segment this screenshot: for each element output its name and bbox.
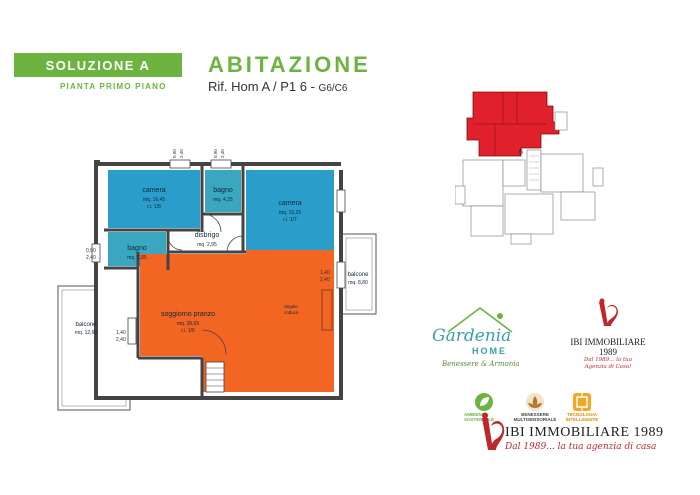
lotus-icon (526, 393, 544, 411)
bagno1-name: bagno (213, 187, 233, 194)
room-bagno-1 (205, 170, 241, 212)
page-title: ABITAZIONE (208, 52, 371, 77)
badge-tecnologia: TECNOLOGIA INTELLIGENTE (562, 392, 602, 422)
key-unit (462, 159, 504, 207)
door-swing (201, 329, 227, 355)
entry-stair (205, 361, 225, 393)
tech-icon (573, 393, 591, 411)
dim-balc-a: 1,40 (116, 330, 126, 336)
bagno2-area: mq. 5,85 (127, 255, 147, 261)
badge-tecnologia-text: TECNOLOGIA INTELLIGENTE (565, 412, 599, 422)
dim-left-a: 0,90 (86, 248, 96, 254)
gardenia-subtitle: Benessere & Armonia (442, 360, 520, 368)
reference-code: Rif. Hom A / P1 6 - G6/C6 (208, 79, 347, 94)
key-balcony (510, 233, 532, 245)
ibi-tag-large: Dal 1989... la tua agenzia di casa (505, 442, 657, 452)
kitchen-counter (321, 289, 333, 331)
ibi-name-large: IBI IMMOBILIARE 1989 (505, 425, 664, 440)
dim-right-a: 1,40 (320, 270, 330, 276)
ibi-mark-icon (599, 298, 618, 326)
window (91, 243, 101, 263)
badge-ambiente-text: AMBIENTE SOSTENIBILE (464, 412, 495, 422)
balcony-right-inner (345, 237, 373, 311)
room-camera-2 (246, 170, 334, 250)
key-balcony (592, 167, 604, 187)
camera1-ri: r.i. 1/8 (147, 204, 161, 210)
key-unit (470, 205, 504, 237)
camera1-area: mq. 16,45 (143, 197, 165, 203)
camera2-area: mq. 15,25 (279, 210, 301, 216)
ibi-tag-2: Agenzia di Casa! (584, 364, 632, 370)
ibi-year: 1989 (599, 347, 617, 357)
reference-small: G6/C6 (318, 83, 348, 94)
balcone-right-name: balcone (347, 272, 369, 278)
key-balcony (554, 111, 568, 131)
gardenia-title: Gardenia (432, 326, 512, 346)
solution-label: SOLUZIONE A (14, 53, 182, 77)
balcony-right-outline (341, 233, 377, 315)
badge-benessere: BENESSERE MULTISENSORIALE (512, 392, 558, 422)
window (336, 189, 346, 213)
key-unit (540, 153, 584, 193)
angolo-label-1: angolo (284, 304, 298, 309)
key-unit (504, 193, 554, 235)
camera2-name: camera (278, 200, 301, 207)
disbrigo-name: disbrigo (195, 232, 220, 239)
door-swing (202, 213, 222, 233)
window (127, 317, 137, 345)
dim-window-2a: 0,90 (213, 149, 218, 158)
key-unit (502, 159, 526, 187)
window (210, 159, 232, 169)
ibi-name: IBI IMMOBILIARE (570, 337, 646, 347)
key-plan: 6 (455, 91, 604, 245)
disbrigo-area: mq. 2,95 (197, 242, 217, 248)
dim-window-1a: 0,90 (172, 149, 177, 158)
ibi-logo-top: IBI IMMOBILIARE 1989 Dal 1989... la tua … (553, 298, 663, 371)
room-soggiorno (140, 250, 334, 392)
soggiorno-ri: r.i. 1/6 (181, 328, 195, 334)
leaf-icon (475, 393, 493, 411)
soggiorno-area: mq. 35,65 (177, 321, 199, 327)
badge-benessere-text: BENESSERE MULTISENSORIALE (513, 412, 557, 422)
ibi-mark-large-icon (482, 412, 505, 450)
reference-main: Rif. Hom A / P1 6 - (208, 79, 319, 94)
bagno2-name: bagno (127, 245, 147, 252)
window (336, 261, 346, 289)
gardenia-home: HOME (472, 346, 507, 356)
dim-left-b: 2,40 (86, 255, 96, 261)
floor-label: PIANTA PRIMO PIANO (60, 82, 167, 91)
dim-window-2b: 2,40 (220, 149, 225, 158)
window (169, 159, 191, 169)
badge-ambiente: AMBIENTE SOSTENIBILE (464, 392, 504, 422)
door-swing (226, 235, 244, 253)
house-roof-icon (447, 307, 513, 333)
dim-window-1b: 2,40 (179, 149, 184, 158)
dim-balc-b: 2,40 (116, 337, 126, 343)
door-swing (167, 235, 183, 251)
room-camera-1 (108, 170, 200, 228)
balcone-left-area: mq. 12,60 (75, 330, 97, 336)
key-unit-number: 6 (519, 149, 523, 156)
key-balcony (455, 185, 466, 205)
key-unit (560, 191, 596, 221)
balcone-left-name: balcone (75, 322, 97, 328)
soggiorno-name: soggiorno pranzo (161, 311, 215, 318)
camera1-name: camera (142, 187, 165, 194)
camera2-ri: r.i. 1/7 (283, 217, 297, 223)
ibi-tag-1: Dal 1989... la tua (583, 357, 632, 363)
bagno1-area: mq. 4,25 (213, 197, 233, 203)
gardenia-logo: Gardenia HOME Benessere & Armonia (432, 307, 542, 368)
angolo-label-2: cottura (284, 310, 298, 315)
balcone-right-area: mq. 8,80 (348, 280, 368, 286)
dim-right-b: 2,40 (320, 277, 330, 283)
